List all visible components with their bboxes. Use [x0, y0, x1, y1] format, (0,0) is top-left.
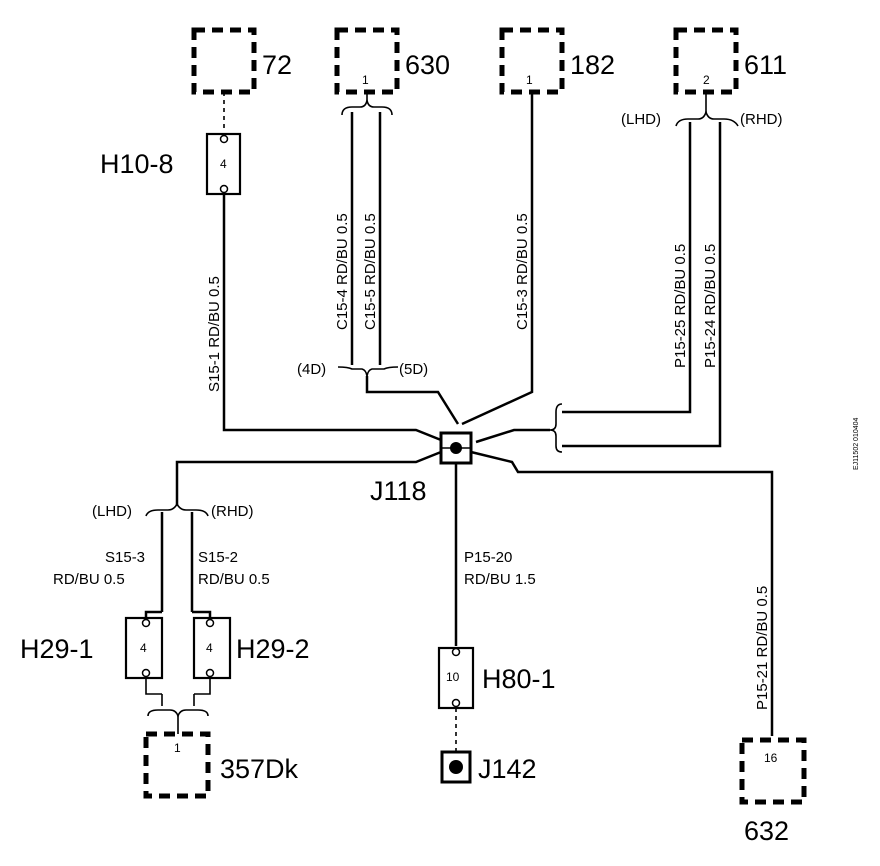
splice-611-bracket [675, 109, 739, 127]
wire-p15-21-label: P15-21 RD/BU 0.5 [754, 586, 771, 710]
wire-p15-24-label: P15-24 RD/BU 0.5 [702, 244, 719, 368]
wire-p15-20-id: P15-20 [464, 549, 512, 566]
wire-c15-4-5-merge [365, 376, 460, 425]
wire-h29-2-down [194, 678, 211, 695]
wire-p15-24 [562, 122, 722, 448]
h80-1-body [437, 646, 475, 710]
splice-4d-5d-bracket [337, 366, 399, 377]
connector-182-label: 182 [570, 50, 615, 80]
h29-2-pin-number: 4 [206, 641, 213, 655]
connector-182-pin: 1 [526, 73, 533, 87]
h29-1-label: H29-1 [20, 634, 94, 664]
splice-left-bracket [145, 502, 209, 517]
wire-c15-3-label: C15-3 RD/BU 0.5 [514, 213, 531, 330]
j142-label: J142 [478, 754, 537, 784]
connector-632-box [739, 737, 807, 805]
connector-611-label: 611 [744, 50, 787, 80]
h29-1-pin-top [141, 618, 151, 628]
wire-s15-1-label: S15-1 RD/BU 0.5 [206, 276, 223, 392]
h10-8-body [205, 132, 242, 196]
connector-632-pin: 16 [764, 751, 778, 765]
connector-72-label: 72 [262, 50, 292, 80]
h80-1-pin-number: 10 [446, 670, 460, 684]
figure-code: EJ11502 010404 [853, 417, 860, 470]
h80-1-label: H80-1 [482, 664, 556, 694]
wire-h29-1-down [145, 678, 162, 695]
j118-splice-dot [450, 442, 462, 454]
h10-8-label: H10-8 [100, 149, 174, 179]
connector-630-label: 630 [405, 50, 450, 80]
connector-630-pin: 1 [362, 73, 369, 87]
j142-dot [449, 760, 463, 774]
h29-1-pin-number: 4 [140, 641, 147, 655]
variant-lhd-top: (LHD) [621, 111, 661, 128]
connector-72-box [191, 27, 257, 95]
h80-1-pin-bottom [451, 698, 461, 708]
wire-left-trunk [175, 450, 442, 506]
h29-2-body [192, 616, 232, 680]
wire-s15-2-id: S15-2 [198, 549, 238, 566]
h29-1-pin-bottom [141, 668, 151, 678]
connector-357dk-label: 357Dk [220, 754, 299, 784]
wire-right-merge [475, 428, 550, 444]
h10-8-pin-top [219, 134, 229, 144]
j118-label: J118 [370, 476, 427, 506]
h10-8-pin-number: 4 [220, 157, 227, 171]
connector-357dk-pin: 1 [174, 741, 181, 755]
variant-rhd-left: (RHD) [211, 503, 254, 520]
variant-lhd-left: (LHD) [92, 503, 132, 520]
variant-5d: (5D) [399, 361, 428, 378]
wire-s15-3-id: S15-3 [105, 549, 145, 566]
splice-357dk-bracket [147, 709, 209, 719]
connector-632-label: 632 [744, 816, 789, 846]
variant-4d: (4D) [297, 361, 326, 378]
variant-rhd-top: (RHD) [740, 111, 783, 128]
connector-357dk-box [143, 731, 211, 799]
wire-c15-3 [461, 92, 534, 426]
wire-s15-3-spec: RD/BU 0.5 [53, 571, 125, 588]
h80-1-pin-top [451, 647, 461, 657]
splice-630-bracket [341, 99, 393, 116]
wire-p15-20-spec: RD/BU 1.5 [464, 571, 536, 588]
splice-right-bracket [549, 403, 563, 453]
wire-p15-25-label: P15-25 RD/BU 0.5 [672, 244, 689, 368]
connector-611-pin: 2 [703, 73, 710, 87]
wire-s15-2-spec: RD/BU 0.5 [198, 571, 270, 588]
h29-2-label: H29-2 [236, 634, 310, 664]
wire-c15-4-label: C15-4 RD/BU 0.5 [334, 213, 351, 330]
wire-c15-5-label: C15-5 RD/BU 0.5 [362, 213, 379, 330]
wire-p15-25 [562, 122, 692, 414]
wire-p15-21 [470, 450, 774, 736]
wire-s15-1 [222, 194, 447, 444]
h10-8-pin-bottom [219, 184, 229, 194]
h29-1-body [124, 616, 164, 680]
h29-2-pin-top [205, 618, 215, 628]
h29-2-pin-bottom [205, 668, 215, 678]
wire-357dk-stub [161, 694, 195, 734]
